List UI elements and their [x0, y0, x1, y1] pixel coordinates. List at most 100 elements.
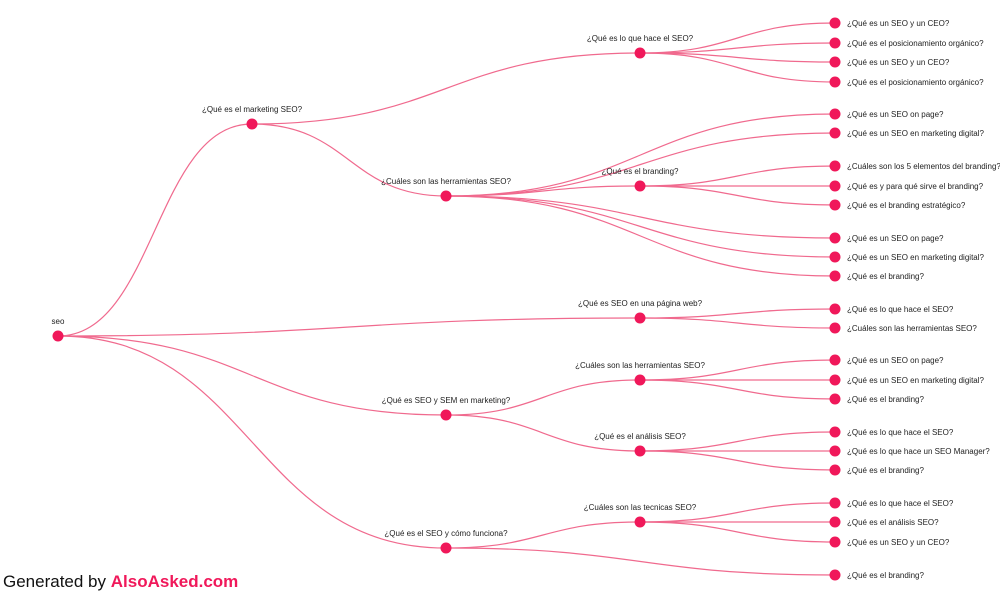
leaf-question-node[interactable]: ¿Qué es el análisis SEO?: [829, 516, 940, 528]
node-label: ¿Cuáles son las tecnicas SEO?: [584, 503, 697, 512]
alsoasked-brand-link[interactable]: AlsoAsked.com: [110, 572, 239, 591]
node-dot[interactable]: [829, 37, 841, 49]
tree-link: [445, 195, 836, 277]
leaf-question-node[interactable]: ¿Qué es un SEO y un CEO?: [829, 56, 950, 68]
node-dot[interactable]: [829, 536, 841, 548]
leaf-question-node[interactable]: ¿Qué es lo que hace el SEO?: [829, 426, 954, 438]
node-dot[interactable]: [829, 270, 841, 282]
node-dot[interactable]: [634, 374, 646, 386]
node-label: ¿Qué es un SEO en marketing digital?: [847, 253, 985, 262]
leaf-question-node[interactable]: ¿Qué es el branding estratégico?: [829, 199, 966, 211]
nodes-layer: seo ¿Qué es el marketing SEO? ¿Qué es lo q…: [52, 17, 1000, 581]
node-label: ¿Cuáles son las herramientas SEO?: [575, 361, 705, 370]
node-label: ¿Qué es el marketing SEO?: [202, 105, 303, 114]
leaf-question-node[interactable]: ¿Qué es un SEO en marketing digital?: [829, 374, 985, 386]
node-label: ¿Qué es y para qué sirve el branding?: [847, 182, 984, 191]
node-dot[interactable]: [829, 374, 841, 386]
leaf-question-node[interactable]: ¿Qué es lo que hace el SEO?: [829, 497, 954, 509]
node-dot[interactable]: [246, 118, 258, 130]
leaf-question-node[interactable]: ¿Qué es el posicionamiento orgánico?: [829, 76, 985, 88]
node-dot[interactable]: [829, 322, 841, 334]
question-node[interactable]: ¿Cuáles son las tecnicas SEO?: [584, 503, 697, 528]
node-dot[interactable]: [440, 542, 452, 554]
question-node[interactable]: seo: [52, 317, 65, 342]
node-label: ¿Qué es un SEO y un CEO?: [847, 538, 950, 547]
node-dot[interactable]: [829, 232, 841, 244]
node-label: ¿Qué es SEO en una página web?: [578, 299, 703, 308]
node-dot[interactable]: [829, 251, 841, 263]
node-label: ¿Qué es lo que hace el SEO?: [847, 428, 954, 437]
node-dot[interactable]: [829, 426, 841, 438]
leaf-question-node[interactable]: ¿Cuáles son las herramientas SEO?: [829, 322, 978, 334]
tree-link: [639, 379, 836, 400]
node-dot[interactable]: [634, 47, 646, 59]
node-label: ¿Qué es un SEO y un CEO?: [847, 19, 950, 28]
leaf-question-node[interactable]: ¿Qué es el posicionamiento orgánico?: [829, 37, 985, 49]
leaf-question-node[interactable]: ¿Qué es un SEO on page?: [829, 108, 945, 120]
tree-link: [57, 335, 447, 416]
leaf-question-node[interactable]: ¿Qué es un SEO y un CEO?: [829, 536, 950, 548]
tree-link: [57, 317, 641, 337]
tree-link: [445, 521, 641, 549]
node-dot[interactable]: [829, 354, 841, 366]
node-dot[interactable]: [829, 393, 841, 405]
leaf-question-node[interactable]: ¿Qué es el branding?: [829, 464, 925, 476]
question-node[interactable]: ¿Qué es lo que hace el SEO?: [587, 34, 694, 59]
leaf-question-node[interactable]: ¿Qué es un SEO on page?: [829, 354, 945, 366]
node-dot[interactable]: [829, 17, 841, 29]
node-label: ¿Qué es lo que hace el SEO?: [847, 305, 954, 314]
question-node[interactable]: ¿Qué es el marketing SEO?: [202, 105, 303, 130]
node-dot[interactable]: [829, 569, 841, 581]
node-dot[interactable]: [829, 180, 841, 192]
node-dot[interactable]: [440, 190, 452, 202]
node-dot[interactable]: [829, 56, 841, 68]
question-node[interactable]: ¿Qué es el SEO y cómo funciona?: [384, 529, 508, 554]
leaf-question-node[interactable]: ¿Qué es el branding?: [829, 569, 925, 581]
node-dot[interactable]: [634, 445, 646, 457]
node-dot[interactable]: [829, 199, 841, 211]
footer-credit: Generated by AlsoAsked.com: [3, 572, 238, 592]
tree-link: [251, 123, 447, 197]
leaf-question-node[interactable]: ¿Qué es y para qué sirve el branding?: [829, 180, 984, 192]
links-layer: [57, 22, 836, 576]
node-dot[interactable]: [634, 180, 646, 192]
node-dot[interactable]: [829, 464, 841, 476]
node-dot[interactable]: [634, 312, 646, 324]
leaf-question-node[interactable]: ¿Qué es un SEO en marketing digital?: [829, 127, 985, 139]
tree-link: [639, 52, 836, 63]
tree-link: [57, 123, 253, 337]
question-node[interactable]: ¿Cuáles son las herramientas SEO?: [381, 177, 511, 202]
tree-link: [639, 165, 836, 187]
tree-link: [445, 379, 641, 416]
node-dot[interactable]: [829, 160, 841, 172]
node-dot[interactable]: [829, 497, 841, 509]
question-node[interactable]: ¿Cuáles son las herramientas SEO?: [575, 361, 705, 386]
leaf-question-node[interactable]: ¿Qué es el branding?: [829, 270, 925, 282]
leaf-question-node[interactable]: ¿Qué es un SEO on page?: [829, 232, 945, 244]
node-dot[interactable]: [829, 127, 841, 139]
node-label: ¿Qué es un SEO on page?: [847, 110, 944, 119]
question-node[interactable]: ¿Qué es SEO en una página web?: [578, 299, 703, 324]
leaf-question-node[interactable]: ¿Qué es lo que hace un SEO Manager?: [829, 445, 991, 457]
leaf-question-node[interactable]: ¿Qué es el branding?: [829, 393, 925, 405]
node-label: ¿Qué es el SEO y cómo funciona?: [384, 529, 508, 538]
node-dot[interactable]: [829, 108, 841, 120]
node-dot[interactable]: [829, 516, 841, 528]
leaf-question-node[interactable]: ¿Qué es un SEO y un CEO?: [829, 17, 950, 29]
node-label: ¿Qué es un SEO en marketing digital?: [847, 129, 985, 138]
node-dot[interactable]: [634, 516, 646, 528]
node-label: ¿Qué es el branding?: [602, 167, 679, 176]
node-dot[interactable]: [829, 76, 841, 88]
node-label: ¿Qué es el branding?: [847, 395, 924, 404]
node-dot[interactable]: [440, 409, 452, 421]
leaf-question-node[interactable]: ¿Cuáles son los 5 elementos del branding…: [829, 160, 1000, 172]
question-node[interactable]: ¿Qué es el análisis SEO?: [594, 432, 686, 457]
question-node[interactable]: ¿Qué es el branding?: [602, 167, 679, 192]
node-dot[interactable]: [52, 330, 64, 342]
node-dot[interactable]: [829, 445, 841, 457]
node-label: ¿Qué es el branding?: [847, 272, 924, 281]
leaf-question-node[interactable]: ¿Qué es lo que hace el SEO?: [829, 303, 954, 315]
leaf-question-node[interactable]: ¿Qué es un SEO en marketing digital?: [829, 251, 985, 263]
question-node[interactable]: ¿Qué es SEO y SEM en marketing?: [382, 396, 511, 421]
node-dot[interactable]: [829, 303, 841, 315]
